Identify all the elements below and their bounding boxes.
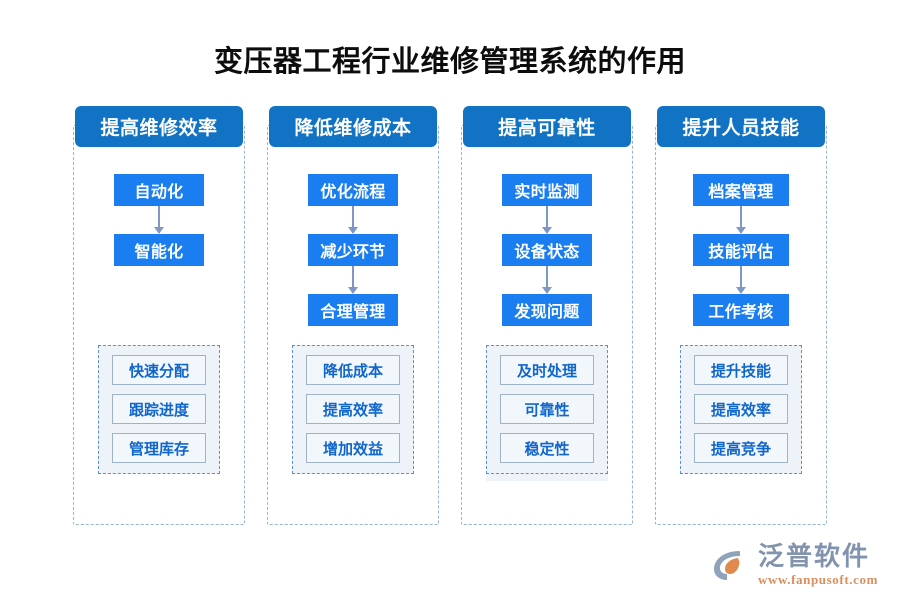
brand-url: www.fanpusoft.com — [758, 572, 878, 587]
outcome-item: 稳定性 — [500, 433, 594, 463]
flow-step: 技能评估 — [693, 234, 789, 266]
column-improve-efficiency: 提高维修效率 自动化 智能化 快速分配 跟踪进度 管理库存 — [73, 106, 245, 525]
flow-step: 减少环节 — [308, 234, 398, 266]
flow-chain-1: 自动化 智能化 — [114, 174, 204, 266]
arrow-down-icon — [541, 266, 553, 294]
column-upgrade-skills: 提升人员技能 档案管理 技能评估 工作考核 提升技能 提高效率 提高竞争 — [655, 106, 827, 525]
brand-name: 泛普软件 — [758, 541, 871, 571]
arrow-down-icon — [153, 206, 165, 234]
outcome-item: 提升技能 — [694, 355, 788, 385]
arrow-down-icon — [347, 206, 359, 234]
column-reduce-cost: 降低维修成本 优化流程 减少环节 合理管理 降低成本 提高效率 增加效益 — [267, 106, 439, 525]
flow-step: 自动化 — [114, 174, 204, 206]
flow-step: 智能化 — [114, 234, 204, 266]
outcome-group-1: 快速分配 跟踪进度 管理库存 — [98, 345, 220, 474]
arrow-down-icon — [347, 266, 359, 294]
fanpu-logo-icon — [710, 545, 750, 585]
columns-container: 提高维修效率 自动化 智能化 快速分配 跟踪进度 管理库存 降低维修成本 优化流… — [73, 106, 827, 525]
flow-step: 设备状态 — [502, 234, 592, 266]
flow-step: 优化流程 — [308, 174, 398, 206]
flow-step: 实时监测 — [502, 174, 592, 206]
arrow-down-icon — [541, 206, 553, 234]
flow-step: 发现问题 — [502, 294, 592, 326]
outcome-item: 管理库存 — [112, 433, 206, 463]
arrow-down-icon — [735, 206, 747, 234]
column-improve-reliability: 提高可靠性 实时监测 设备状态 发现问题 泛普软件 及时处理 可靠性 稳定性 — [461, 106, 633, 525]
outcome-item: 降低成本 — [306, 355, 400, 385]
flow-step: 档案管理 — [693, 174, 789, 206]
outcome-group-3: 及时处理 可靠性 稳定性 — [486, 345, 608, 474]
arrow-down-icon — [735, 266, 747, 294]
outcome-item: 跟踪进度 — [112, 394, 206, 424]
column-header-4: 提升人员技能 — [657, 106, 825, 147]
brand-text: 泛普软件 www.fanpusoft.com — [758, 543, 878, 586]
outcome-item: 增加效益 — [306, 433, 400, 463]
outcome-item: 及时处理 — [500, 355, 594, 385]
page-title: 变压器工程行业维修管理系统的作用 — [213, 46, 686, 78]
flow-chain-2: 优化流程 减少环节 合理管理 — [308, 174, 398, 326]
column-header-2: 降低维修成本 — [269, 106, 437, 147]
outcome-item: 提高效率 — [694, 394, 788, 424]
brand-logo: 泛普软件 www.fanpusoft.com — [710, 543, 878, 586]
flow-chain-3: 实时监测 设备状态 发现问题 — [502, 174, 592, 326]
flow-step: 合理管理 — [308, 294, 398, 326]
flow-chain-4: 档案管理 技能评估 工作考核 — [693, 174, 789, 326]
outcome-item: 提高效率 — [306, 394, 400, 424]
column-header-1: 提高维修效率 — [75, 106, 243, 147]
column-header-3: 提高可靠性 — [463, 106, 631, 147]
outcome-item: 可靠性 — [500, 394, 594, 424]
outcome-item: 提高竞争 — [694, 433, 788, 463]
outcome-group-2: 降低成本 提高效率 增加效益 — [292, 345, 414, 474]
flow-step: 工作考核 — [693, 294, 789, 326]
outcome-group-4: 提升技能 提高效率 提高竞争 — [680, 345, 802, 474]
outcome-item: 快速分配 — [112, 355, 206, 385]
